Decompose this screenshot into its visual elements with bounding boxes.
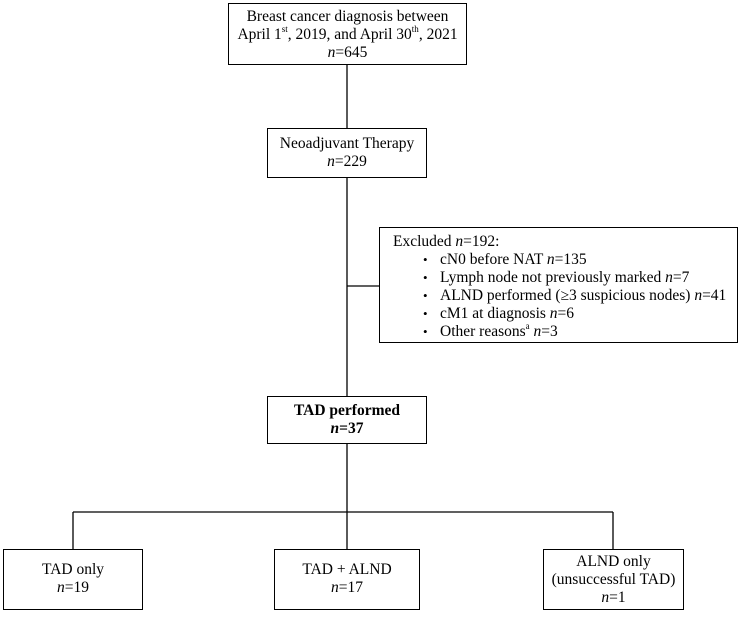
- tad-title: TAD performed: [293, 402, 401, 419]
- diagnosis-line2: April 1st, 2019, and April 30th, 2021: [237, 23, 458, 43]
- tad-count: n=37: [330, 420, 364, 437]
- outcome-title: ALND only: [576, 553, 651, 570]
- excluded-list: • cN0 before NAT n=135 • Lymph node not …: [393, 251, 737, 341]
- outcome-count: n=17: [331, 579, 363, 596]
- outcome-subtitle: (unsuccessful TAD): [551, 571, 676, 588]
- list-item: • Other reasonsa n=3: [423, 320, 558, 340]
- bullet-icon: •: [423, 288, 428, 303]
- neoadjuvant-count: n=229: [327, 153, 367, 170]
- outcome-count: n=19: [57, 579, 89, 596]
- excluded-box: Excluded n=192: • cN0 before NAT n=135 •…: [379, 227, 738, 343]
- outcome-tad-alnd-box: TAD + ALND n=17: [274, 549, 420, 610]
- outcome-title: TAD only: [41, 561, 105, 578]
- neoadjuvant-title: Neoadjuvant Therapy: [279, 135, 415, 152]
- list-item: • cN0 before NAT n=135: [423, 251, 587, 268]
- bullet-icon: •: [423, 324, 428, 339]
- list-item: • ALND performed (≥3 suspicious nodes) n…: [423, 287, 727, 304]
- bullet-icon: •: [423, 252, 428, 267]
- outcome-alnd-only-box: ALND only (unsuccessful TAD) n=1: [543, 549, 684, 610]
- list-item: • Lymph node not previously marked n=7: [423, 269, 690, 286]
- diagnosis-box: Breast cancer diagnosis between April 1s…: [228, 3, 467, 65]
- diagnosis-count: n=645: [327, 44, 368, 61]
- excluded-title: Excluded n=192:: [393, 233, 500, 250]
- bullet-icon: •: [423, 306, 428, 321]
- neoadjuvant-box: Neoadjuvant Therapy n=229: [267, 128, 427, 178]
- bullet-icon: •: [423, 270, 428, 285]
- outcome-count: n=1: [601, 589, 626, 606]
- outcome-tad-only-box: TAD only n=19: [3, 549, 143, 610]
- tad-performed-box: TAD performed n=37: [267, 396, 427, 444]
- list-item: • cM1 at diagnosis n=6: [423, 305, 575, 322]
- diagnosis-line1: Breast cancer diagnosis between: [246, 8, 449, 25]
- outcome-title: TAD + ALND: [302, 561, 392, 578]
